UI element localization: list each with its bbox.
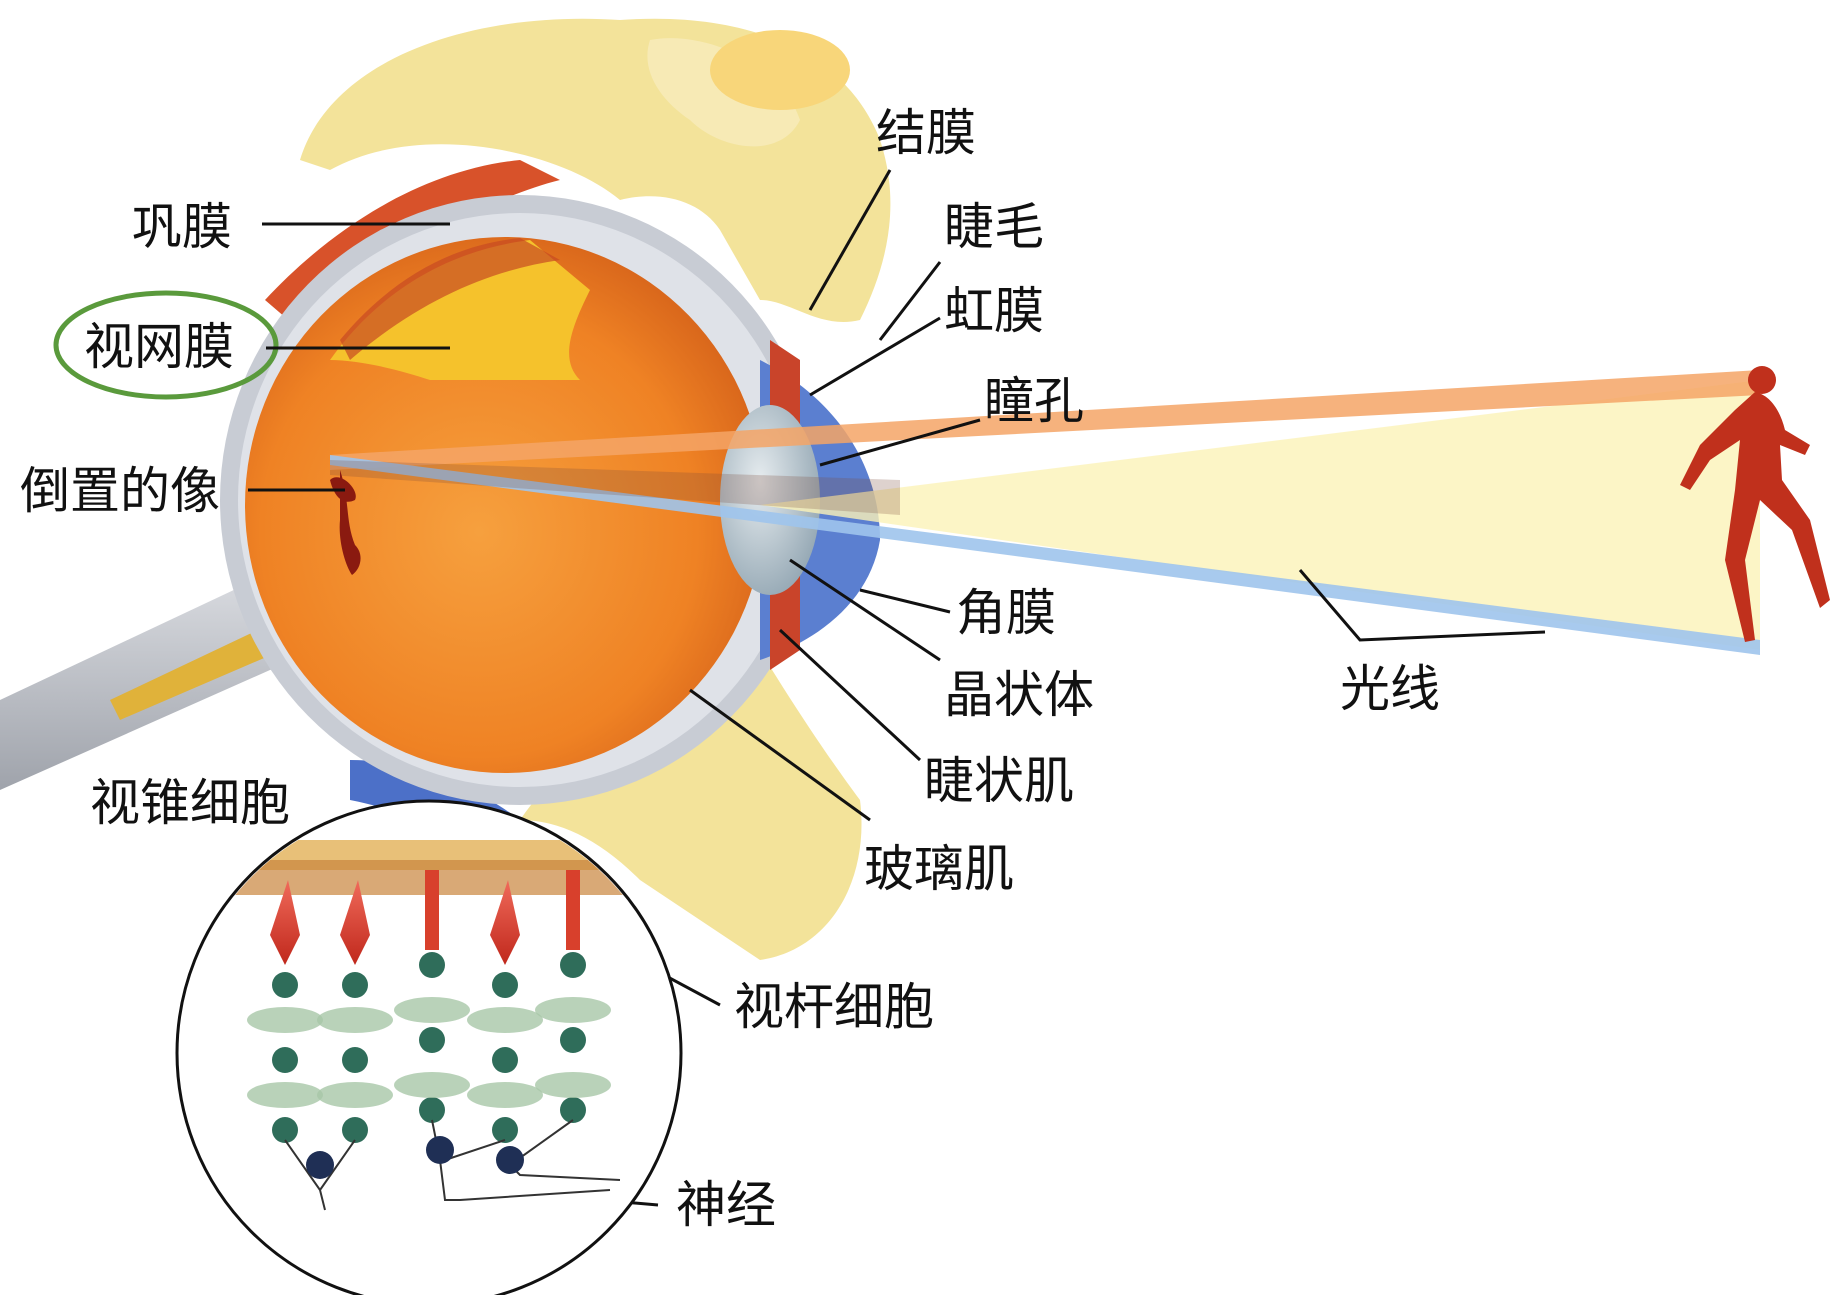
leader-cornea xyxy=(860,590,950,612)
label-eyelash: 睫毛 xyxy=(944,198,1044,256)
label-nerve: 神经 xyxy=(676,1176,776,1234)
label-vitreous: 玻璃肌 xyxy=(864,840,1014,898)
label-sclera: 巩膜 xyxy=(132,198,232,256)
label-cone-cell: 视锥细胞 xyxy=(90,774,290,832)
label-conjunctiva: 结膜 xyxy=(876,104,976,162)
leader-iris xyxy=(810,318,940,395)
label-ciliary-muscle: 睫状肌 xyxy=(924,752,1074,810)
label-rod-cell: 视杆细胞 xyxy=(734,978,934,1036)
label-lens: 晶状体 xyxy=(944,666,1094,724)
label-cornea: 角膜 xyxy=(956,584,1056,642)
label-retina: 视网膜 xyxy=(84,318,234,376)
leader-eyelash xyxy=(880,262,940,340)
label-pupil: 瞳孔 xyxy=(984,372,1084,430)
label-light-ray: 光线 xyxy=(1340,660,1440,718)
retina-cell-inset xyxy=(177,801,681,1295)
label-iris: 虹膜 xyxy=(944,282,1044,340)
label-inverted-image: 倒置的像 xyxy=(20,462,220,520)
